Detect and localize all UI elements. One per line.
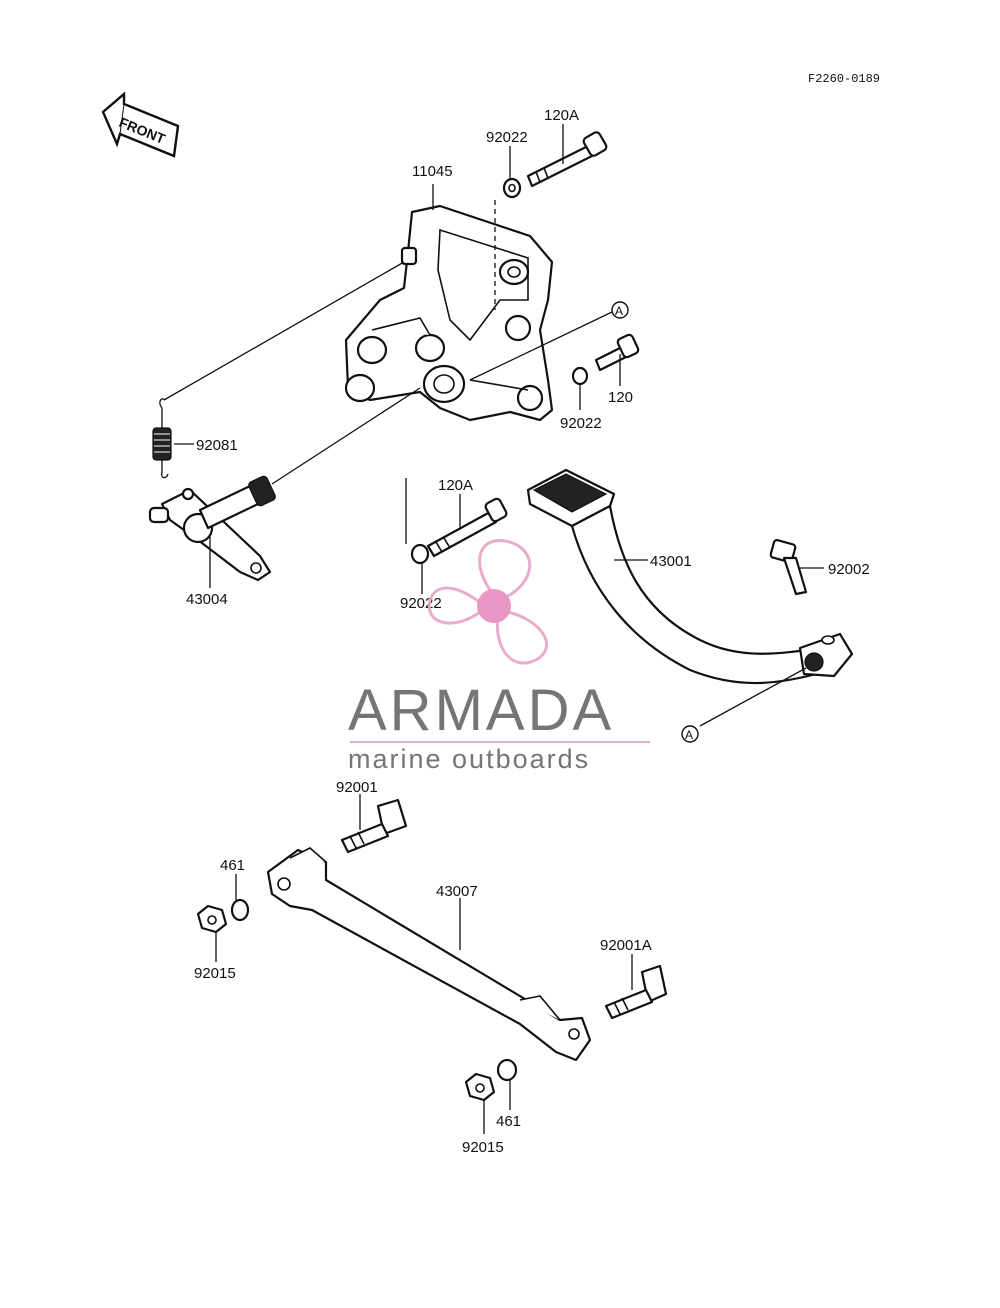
spring-92081 bbox=[152, 398, 172, 479]
svg-text:A: A bbox=[615, 304, 623, 318]
part-label-120A-top: 120A bbox=[544, 107, 579, 124]
part-label-92022-top: 92022 bbox=[486, 129, 528, 146]
part-label-92015-left: 92015 bbox=[194, 965, 236, 982]
washer-461-bottom bbox=[496, 1058, 518, 1082]
propeller-logo-icon bbox=[427, 539, 549, 665]
callout-marker-a-bottom: A bbox=[681, 725, 699, 743]
svg-text:A: A bbox=[685, 728, 693, 742]
part-label-92015-bottom: 92015 bbox=[462, 1139, 504, 1156]
lever-43004 bbox=[148, 475, 276, 582]
part-label-92001A: 92001A bbox=[600, 937, 652, 954]
washer-92022-right bbox=[571, 366, 589, 386]
part-label-43007: 43007 bbox=[436, 883, 478, 900]
bolt-120A-mid bbox=[426, 497, 508, 558]
leader-line-a bbox=[469, 311, 613, 381]
nut-92015-left bbox=[196, 904, 228, 934]
armada-watermark: ARMADA marine outboards bbox=[348, 539, 650, 774]
bolt-92002 bbox=[769, 539, 808, 596]
part-label-120A-mid: 120A bbox=[438, 477, 473, 494]
leader-line-pedal bbox=[699, 667, 807, 727]
washer-92022-mid bbox=[410, 543, 430, 565]
leader-line-shaft bbox=[271, 387, 421, 485]
callout-marker-a-top: A bbox=[611, 301, 629, 319]
label-leaders bbox=[174, 124, 824, 1134]
watermark-brand: ARMADA bbox=[348, 678, 614, 743]
part-label-92001: 92001 bbox=[336, 779, 378, 796]
bolt-120A-top bbox=[526, 131, 608, 188]
bolt-92001A bbox=[604, 964, 668, 1020]
nut-92015-bottom bbox=[464, 1072, 496, 1102]
part-label-92002: 92002 bbox=[828, 561, 870, 578]
washer-461-left bbox=[230, 898, 250, 922]
part-label-92022-right: 92022 bbox=[560, 415, 602, 432]
part-label-43004: 43004 bbox=[186, 591, 228, 608]
watermark-tagline: marine outboards bbox=[348, 744, 590, 774]
bracket-11045 bbox=[344, 204, 554, 422]
part-label-92022-mid: 92022 bbox=[400, 595, 442, 612]
part-label-120: 120 bbox=[608, 389, 633, 406]
leader-line-spring bbox=[163, 261, 405, 401]
bolt-120 bbox=[594, 333, 640, 372]
part-label-461-bottom: 461 bbox=[496, 1113, 521, 1130]
part-label-43001: 43001 bbox=[650, 553, 692, 570]
part-label-11045: 11045 bbox=[412, 163, 453, 180]
diagram-code: F2260-0189 bbox=[808, 72, 880, 86]
bolt-92001 bbox=[340, 798, 408, 854]
pedal-43001 bbox=[526, 468, 854, 685]
front-arrow-icon: FRONT bbox=[101, 91, 180, 158]
part-label-461-left: 461 bbox=[220, 857, 245, 874]
part-label-92081: 92081 bbox=[196, 437, 238, 454]
rod-43007 bbox=[266, 847, 592, 1062]
